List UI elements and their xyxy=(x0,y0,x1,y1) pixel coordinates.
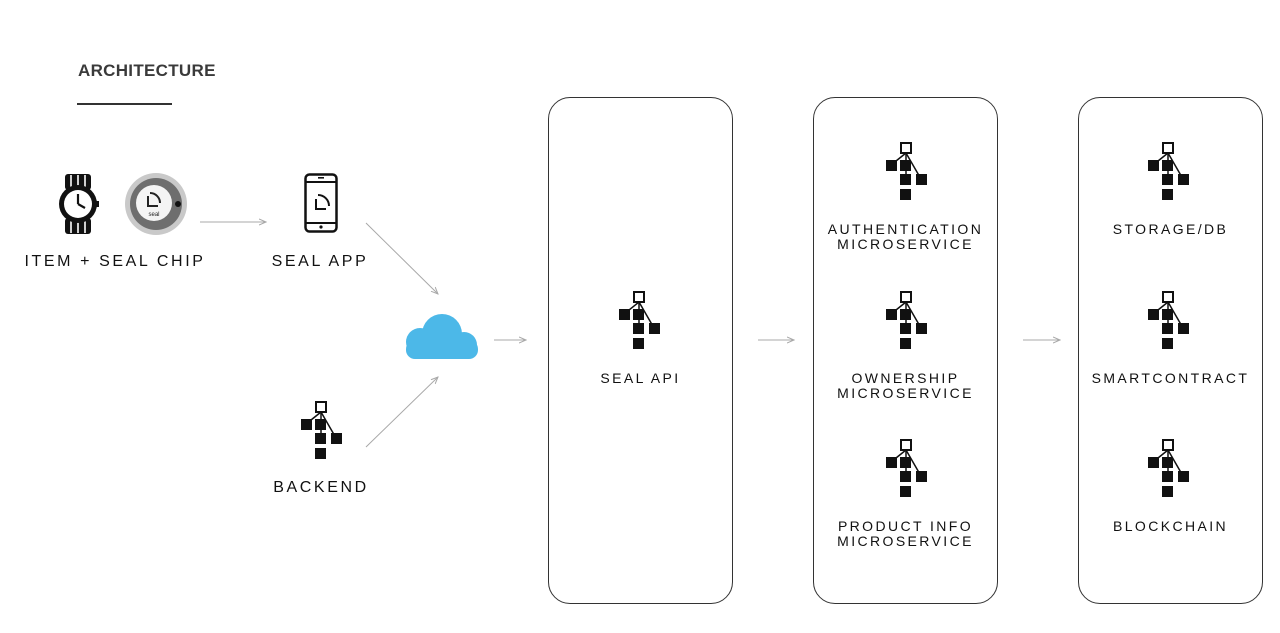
blockchain-label: BLOCKCHAIN xyxy=(1112,518,1229,534)
network-icon xyxy=(885,438,929,498)
product-info-label-line-2: MICROSERVICE xyxy=(837,533,974,549)
network-icon xyxy=(618,290,662,350)
phone-icon xyxy=(304,173,338,233)
arrow-app-to-cloud xyxy=(365,222,438,294)
network-icon xyxy=(1147,141,1191,201)
authentication-label-line-1: AUTHENTICATION xyxy=(827,221,984,237)
title-underline xyxy=(77,103,172,105)
authentication-label: AUTHENTICATION MICROSERVICE xyxy=(813,222,998,252)
backend-label: BACKEND xyxy=(273,479,369,496)
chip-logo-text: seal xyxy=(148,212,159,218)
seal-api-panel xyxy=(548,97,733,604)
authentication-label-line-2: MICROSERVICE xyxy=(837,236,974,252)
storage-panel xyxy=(1078,97,1263,604)
network-icon xyxy=(885,290,929,350)
network-icon xyxy=(1147,290,1191,350)
network-icon xyxy=(1147,438,1191,498)
product-info-label: PRODUCT INFO MICROSERVICE xyxy=(813,519,998,549)
ownership-label-line-1: OWNERSHIP xyxy=(851,370,960,386)
network-icon xyxy=(300,400,344,460)
smartcontract-label: SMARTCONTRACT xyxy=(1091,370,1250,386)
product-info-label-line-1: PRODUCT INFO xyxy=(837,518,974,534)
ownership-label-line-2: MICROSERVICE xyxy=(837,385,974,401)
arrow-backend-to-cloud xyxy=(365,377,438,448)
page-title: ARCHITECTURE xyxy=(78,61,216,80)
cloud-icon xyxy=(402,312,480,360)
item-seal-chip-label: ITEM + SEAL CHIP xyxy=(24,253,206,270)
storage-db-label: STORAGE/DB xyxy=(1112,221,1229,237)
microservices-panel xyxy=(813,97,998,604)
seal-app-label: SEAL APP xyxy=(271,253,369,270)
network-icon xyxy=(885,141,929,201)
watch-icon xyxy=(56,173,100,235)
ownership-label: OWNERSHIP MICROSERVICE xyxy=(813,371,998,401)
seal-api-label: SEAL API xyxy=(600,370,681,386)
seal-chip-icon: seal xyxy=(124,172,188,236)
